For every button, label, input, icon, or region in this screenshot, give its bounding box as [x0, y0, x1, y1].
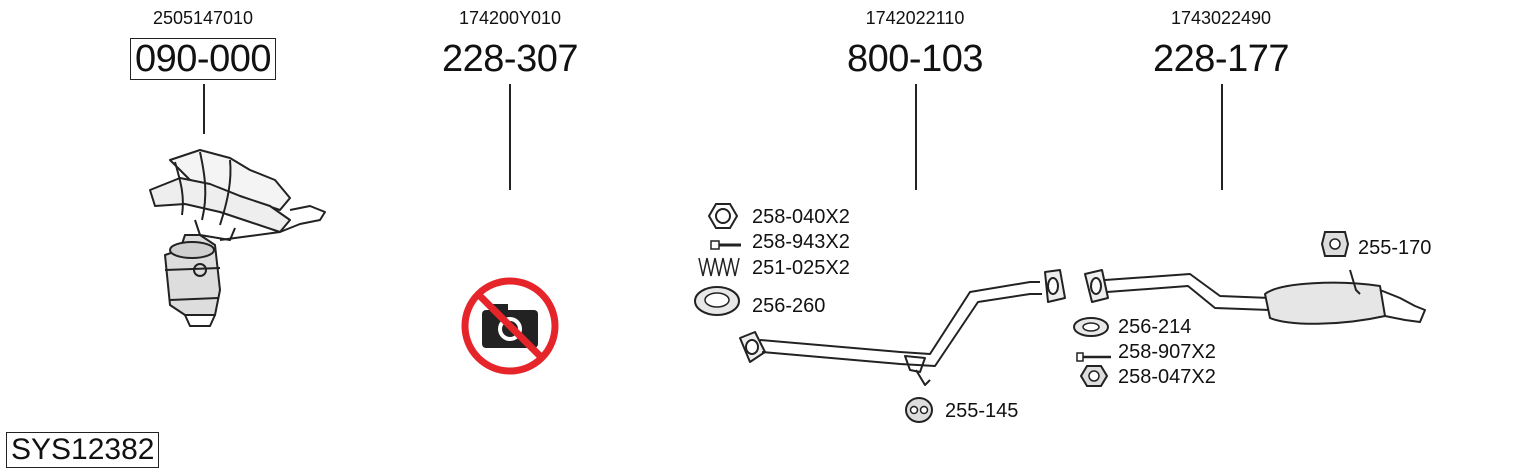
accessory-label-6[interactable]: 255-170 — [1358, 237, 1432, 259]
system-code: SYS12382 — [6, 432, 160, 468]
part-number-1[interactable]: 090-000 — [130, 38, 276, 80]
rubber-hanger-icon — [905, 397, 933, 423]
accessory-label-7[interactable]: 256-214 — [1118, 316, 1192, 338]
oem-number-1: 2505147010 — [152, 8, 254, 28]
part-number-3[interactable]: 800-103 — [847, 38, 983, 80]
part-number-4[interactable]: 228-177 — [1153, 38, 1289, 80]
accessory-label-5[interactable]: 255-145 — [945, 400, 1019, 422]
accessory-label-8[interactable]: 258-907X2 — [1118, 341, 1216, 363]
front-pipe-drawing[interactable] — [730, 260, 1080, 400]
bolt-icon — [710, 240, 741, 250]
part-number-2[interactable]: 228-307 — [442, 38, 578, 80]
accessory-label-2[interactable]: 258-943X2 — [752, 231, 850, 253]
gasket-icon — [1073, 317, 1109, 337]
leader-line-4 — [1221, 84, 1223, 190]
accessory-label-3[interactable]: 251-025X2 — [752, 257, 850, 279]
rear-silencer-drawing[interactable] — [1080, 260, 1435, 335]
hex-nut-icon — [707, 203, 739, 229]
exhaust-manifold-catalyst-drawing[interactable] — [140, 140, 340, 330]
leader-line-3 — [915, 84, 917, 190]
oem-number-4: 1743022490 — [1170, 8, 1272, 28]
oem-number-2: 174200Y010 — [458, 8, 562, 28]
hex-nut-icon — [1079, 365, 1109, 387]
leader-line-2 — [509, 84, 511, 190]
accessory-label-4[interactable]: 256-260 — [752, 295, 826, 317]
accessory-label-9[interactable]: 258-047X2 — [1118, 366, 1216, 388]
bolt-icon — [1076, 352, 1111, 362]
spring-icon — [698, 257, 740, 277]
accessory-label-1[interactable]: 258-040X2 — [752, 206, 850, 228]
gasket-icon — [694, 286, 740, 316]
oem-number-3: 1742022110 — [865, 8, 965, 28]
no-photo-icon — [461, 277, 559, 375]
rubber-hanger-icon — [1320, 231, 1350, 257]
leader-line-1 — [203, 84, 205, 134]
